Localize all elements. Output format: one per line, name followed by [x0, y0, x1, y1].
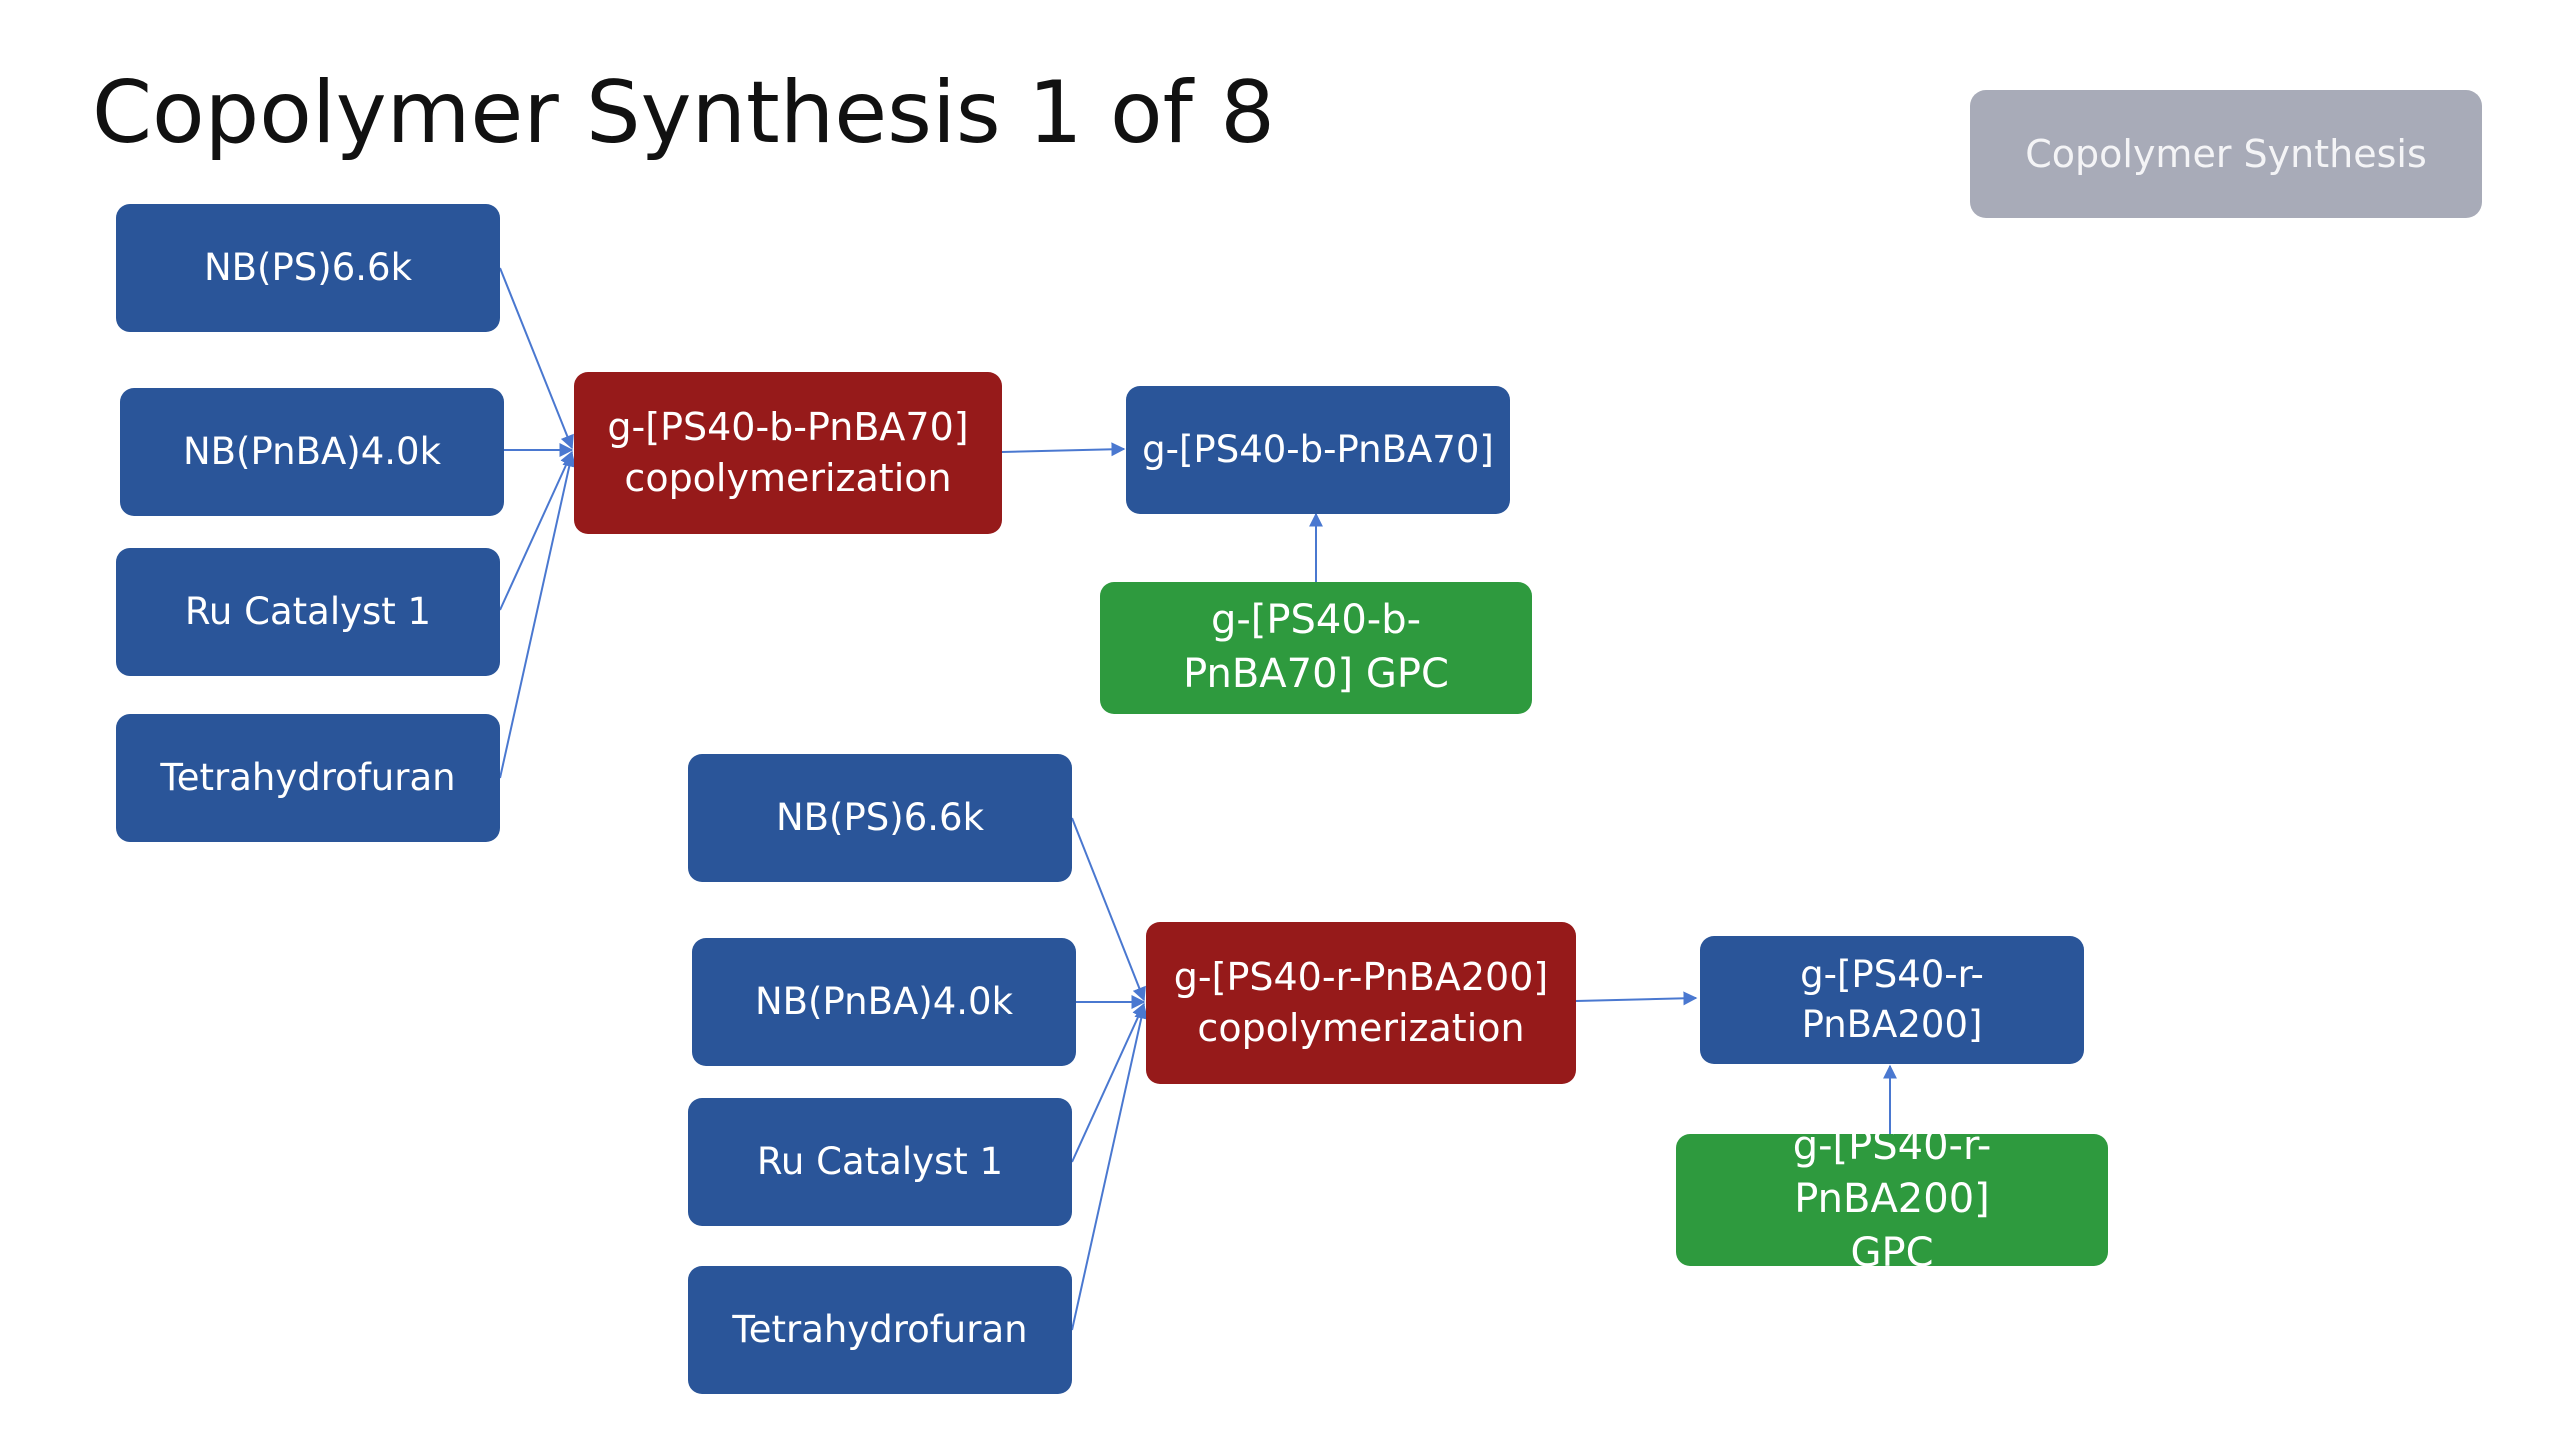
- diagram-b-input-nb-ps[interactable]: NB(PS)6.6k: [688, 754, 1072, 882]
- node-label: g-[PS40-r-PnBA200] GPC: [1792, 1134, 1992, 1266]
- node-label: g-[PS40-b-PnBA70] copolymerization: [607, 405, 969, 500]
- connector-b-process-product: [1575, 991, 1698, 1006]
- node-label: g-[PS40-r-PnBA200] copolymerization: [1173, 955, 1549, 1050]
- connector-a-input-4: [499, 452, 577, 779]
- diagram-a-analysis-node[interactable]: g-[PS40-b-PnBA70] GPC: [1100, 582, 1532, 714]
- node-label: g-[PS40-b-PnBA70] GPC: [1183, 597, 1449, 697]
- node-label: NB(PS)6.6k: [776, 796, 984, 840]
- diagram-a-input-nb-pnba[interactable]: NB(PnBA)4.0k: [120, 388, 504, 516]
- node-label: Tetrahydrofuran: [160, 756, 456, 800]
- node-label: Ru Catalyst 1: [756, 1140, 1004, 1184]
- diagram-b-product-node[interactable]: g-[PS40-r-PnBA200]: [1700, 936, 2084, 1064]
- node-label: g-[PS40-b-PnBA70]: [1142, 428, 1494, 472]
- diagram-b-analysis-node[interactable]: g-[PS40-r-PnBA200] GPC: [1676, 1134, 2108, 1266]
- diagram-b-process-node[interactable]: g-[PS40-r-PnBA200] copolymerization: [1146, 922, 1576, 1084]
- diagram-b-input-ru-catalyst[interactable]: Ru Catalyst 1: [688, 1098, 1072, 1226]
- node-label: NB(PnBA)4.0k: [754, 980, 1013, 1024]
- section-button[interactable]: Copolymer Synthesis: [1970, 90, 2482, 218]
- connector-a-process-product: [1001, 442, 1126, 457]
- connector-a-input-3: [499, 450, 574, 611]
- page-title: Copolymer Synthesis 1 of 8: [92, 63, 1276, 163]
- section-button-label: Copolymer Synthesis: [2025, 131, 2427, 176]
- node-label: NB(PnBA)4.0k: [182, 430, 441, 474]
- node-label: Ru Catalyst 1: [184, 590, 432, 634]
- diagram-b-input-thf[interactable]: Tetrahydrofuran: [688, 1266, 1072, 1394]
- diagram-a-process-node[interactable]: g-[PS40-b-PnBA70] copolymerization: [574, 372, 1002, 534]
- connector-b-input-3: [1071, 1002, 1146, 1163]
- diagram-a-input-nb-ps[interactable]: NB(PS)6.6k: [116, 204, 500, 332]
- diagram-b-input-nb-pnba[interactable]: NB(PnBA)4.0k: [692, 938, 1076, 1066]
- diagram-a-input-ru-catalyst[interactable]: Ru Catalyst 1: [116, 548, 500, 676]
- node-label: Tetrahydrofuran: [732, 1308, 1028, 1352]
- diagram-a-product-node[interactable]: g-[PS40-b-PnBA70]: [1126, 386, 1510, 514]
- node-label: g-[PS40-r-PnBA200]: [1800, 953, 1984, 1046]
- node-label: NB(PS)6.6k: [204, 246, 412, 290]
- diagram-a-input-thf[interactable]: Tetrahydrofuran: [116, 714, 500, 842]
- connector-b-input-4: [1071, 1004, 1149, 1331]
- connector-a-input-1: [499, 267, 574, 450]
- connector-b-input-1: [1071, 817, 1146, 1002]
